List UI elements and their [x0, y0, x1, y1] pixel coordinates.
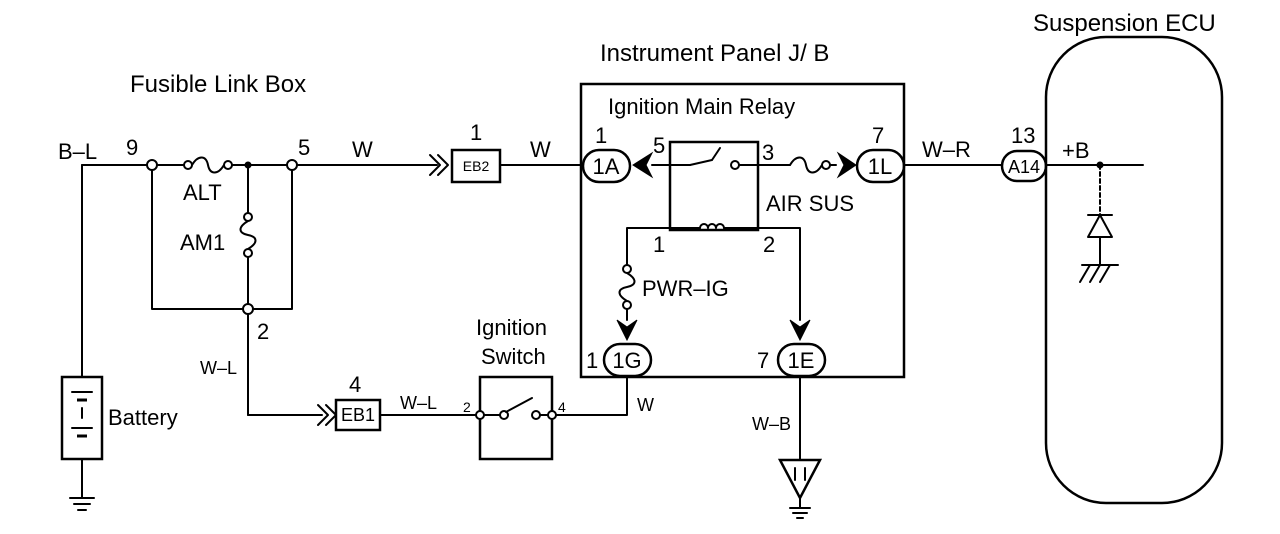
connector-1l-label: 1L — [868, 154, 892, 179]
pwr-ig-fuse-icon — [618, 272, 636, 302]
ecu-ground-icon — [1079, 264, 1119, 283]
suspension-ecu-box — [1044, 35, 1224, 505]
pin-9-label: 9 — [126, 135, 138, 160]
connector-1e-label: 1E — [788, 348, 815, 373]
diode-icon — [1087, 214, 1113, 238]
connector-1g: 1G — [602, 342, 653, 378]
battery-ground-icon — [69, 497, 95, 511]
pin-relay-5-label: 5 — [653, 133, 665, 158]
ignition-switch-label-1: Ignition — [476, 315, 547, 340]
alt-fuse-icon — [183, 156, 233, 174]
connector-1e-arrow-icon — [789, 319, 811, 342]
fusible-link-box: ALT AM1 9 5 2 — [126, 135, 310, 344]
pin-sw-4-label: 4 — [558, 399, 566, 415]
alt-fuse-label: ALT — [183, 180, 222, 205]
connector-eb1: EB1 — [334, 398, 382, 432]
pin-1l-7-label: 7 — [872, 123, 884, 148]
connector-1g-label: 1G — [612, 348, 641, 373]
connector-eb1-label: EB1 — [341, 405, 375, 425]
connector-1l-arrow-icon — [836, 151, 857, 179]
wire-w-label-1: W — [352, 137, 373, 162]
air-sus-label: AIR SUS — [766, 191, 854, 216]
wire-w-l-label-1: W–L — [200, 358, 237, 378]
connector-1a-label: 1A — [593, 154, 620, 179]
connector-a14-label: A14 — [1008, 157, 1040, 177]
air-sus-fuse-icon — [789, 156, 831, 174]
connector-1l: 1L — [855, 148, 906, 184]
wire-w-b-label: W–B — [752, 414, 791, 434]
fusible-link-box-label: Fusible Link Box — [130, 71, 306, 98]
plus-b-label: +B — [1062, 138, 1090, 163]
am1-fuse-label: AM1 — [180, 230, 225, 255]
pin-5-label: 5 — [298, 135, 310, 160]
terminal-5-icon — [286, 159, 298, 171]
wire-w-r-label: W–R — [922, 137, 971, 162]
am1-fuse-icon — [239, 212, 257, 258]
instrument-panel-jb-box — [579, 82, 906, 379]
wire-b-l-label: B–L — [58, 139, 97, 164]
suspension-ecu-label: Suspension ECU — [1033, 10, 1216, 37]
pin-2-label: 2 — [257, 319, 269, 344]
battery-label: Battery — [108, 405, 178, 430]
instrument-panel-jb-label: Instrument Panel J/ B — [600, 40, 829, 67]
pin-relay-1-label: 1 — [653, 232, 665, 257]
pin-eb2-1-label: 1 — [470, 120, 482, 145]
terminal-9-icon — [146, 159, 158, 171]
ignition-switch-label-2: Switch — [481, 344, 546, 369]
connector-eb1-arrow-icon — [317, 404, 329, 426]
connector-eb2-label: EB2 — [463, 158, 490, 174]
pin-relay-2-label: 2 — [763, 232, 775, 257]
ignition-switch — [475, 375, 557, 461]
ignition-main-relay-label: Ignition Main Relay — [608, 94, 795, 119]
terminal-2-icon — [242, 303, 254, 315]
wire-w-label-3: W — [637, 395, 654, 415]
connector-eb2: EB2 — [450, 148, 502, 184]
pin-1e-7-label: 7 — [757, 348, 769, 373]
pin-a14-13-label: 13 — [1011, 123, 1035, 148]
chassis-ground-icon — [777, 458, 823, 519]
wire-w-label-2: W — [530, 137, 551, 162]
connector-1g-arrow-icon — [616, 319, 638, 342]
pin-1g-1-label: 1 — [586, 348, 598, 373]
pin-1a-1-label: 1 — [595, 123, 607, 148]
relay-coil-icon — [699, 223, 725, 229]
pin-sw-2-label: 2 — [463, 399, 471, 415]
pin-relay-3-label: 3 — [762, 140, 774, 165]
connector-1a: 1A — [581, 148, 632, 184]
ignition-main-relay: 5 3 1 2 — [651, 133, 775, 257]
connector-a14: A14 — [1000, 149, 1048, 183]
pwr-ig-label: PWR–IG — [642, 276, 729, 301]
relay-switch-icon — [689, 159, 713, 166]
battery: B–L Battery — [58, 139, 178, 511]
wire-w-l-label-2: W–L — [400, 393, 437, 413]
connector-1e: 1E — [776, 342, 827, 378]
connector-arrow-icon — [429, 154, 441, 176]
connector-1a-arrow-icon — [632, 151, 654, 179]
pin-eb1-4-label: 4 — [349, 372, 361, 397]
ignition-switch-lever-icon — [505, 397, 533, 413]
